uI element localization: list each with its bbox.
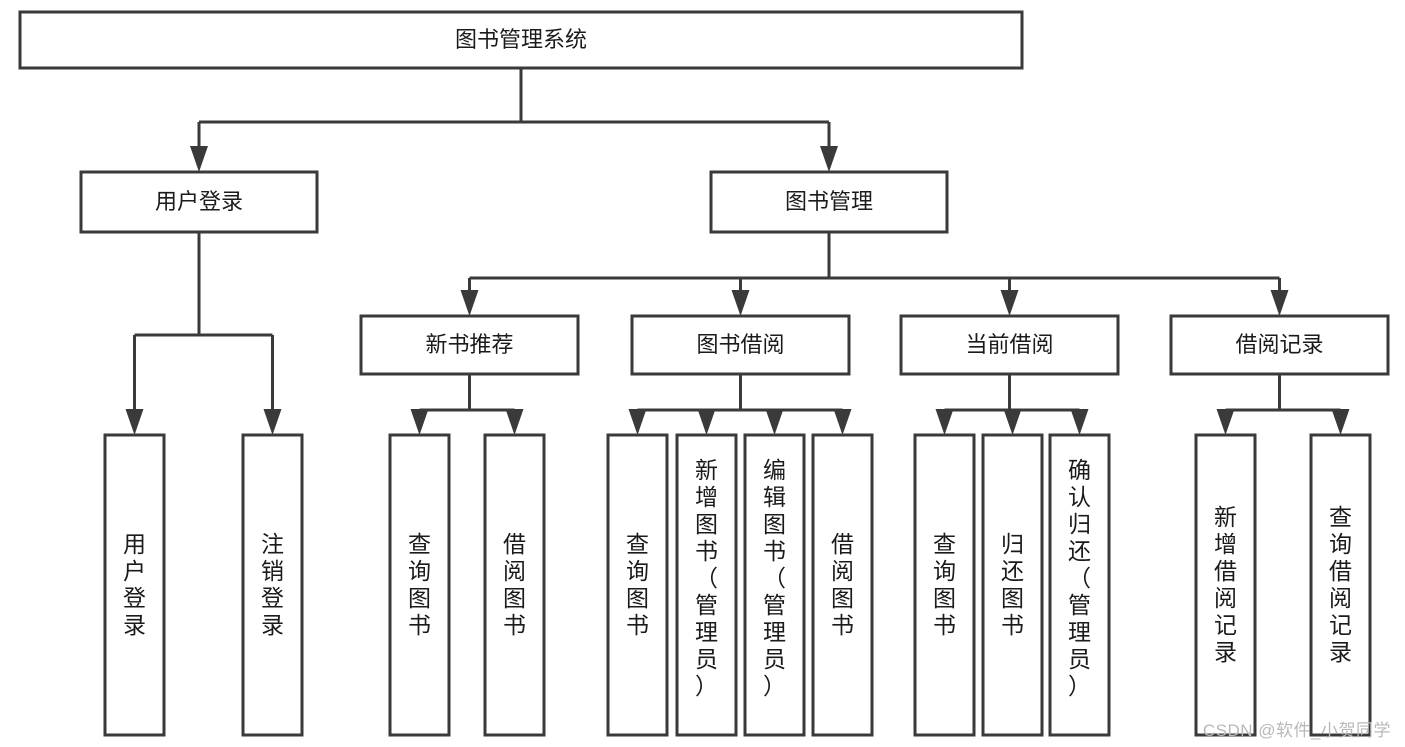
node-level3-4[interactable]: 查询图书 — [606, 433, 669, 737]
node-box — [606, 433, 669, 737]
node-level2-1[interactable]: 图书借阅 — [630, 314, 851, 376]
node-box — [359, 314, 580, 376]
node-box — [241, 433, 304, 737]
node-root-0[interactable]: 图书管理系统 — [18, 10, 1024, 70]
node-level3-7[interactable]: 借阅图书 — [811, 433, 874, 737]
node-box — [79, 170, 319, 234]
node-label: 查询图书 — [626, 531, 649, 638]
node-box — [709, 170, 949, 234]
node-label: 用户登录 — [155, 189, 243, 214]
arrow-down-icon — [190, 146, 208, 172]
node-label: 查询借阅记录 — [1329, 504, 1352, 665]
nodes-layer: 图书管理系统用户登录图书管理新书推荐图书借阅当前借阅借阅记录用户登录注销登录查询… — [18, 10, 1390, 737]
arrow-down-icon — [1216, 409, 1235, 435]
node-label: 注销登录 — [261, 531, 284, 638]
arrow-down-icon — [505, 409, 524, 435]
node-level1-1[interactable]: 图书管理 — [709, 170, 949, 234]
node-label: 新书推荐 — [425, 332, 513, 357]
node-box — [630, 314, 851, 376]
arrow-down-icon — [628, 409, 647, 435]
node-label: 新增借阅记录 — [1214, 504, 1237, 665]
node-box — [1169, 314, 1390, 376]
node-level2-3[interactable]: 借阅记录 — [1169, 314, 1390, 376]
node-box — [675, 433, 738, 737]
node-label: 借阅图书 — [831, 531, 854, 638]
node-label: 编辑图书（管理员） — [763, 457, 786, 699]
arrow-down-icon — [935, 409, 954, 435]
node-label: 当前借阅 — [965, 332, 1053, 357]
node-level3-10[interactable]: 确认归还（管理员） — [1048, 433, 1111, 737]
node-label: 归还图书 — [1001, 531, 1024, 638]
node-label: 图书管理系统 — [455, 27, 587, 52]
node-box — [18, 10, 1024, 70]
arrow-down-icon — [1003, 409, 1022, 435]
arrow-down-icon — [697, 409, 716, 435]
node-label: 用户登录 — [123, 531, 146, 638]
node-level3-9[interactable]: 归还图书 — [981, 433, 1044, 737]
node-level3-5[interactable]: 新增图书（管理员） — [675, 433, 738, 737]
node-label: 图书借阅 — [696, 332, 784, 357]
arrow-down-icon — [1270, 290, 1289, 316]
node-level3-8[interactable]: 查询图书 — [913, 433, 976, 737]
node-label: 借阅记录 — [1235, 332, 1323, 357]
arrow-down-icon — [1070, 409, 1089, 435]
arrow-down-icon — [460, 290, 479, 316]
node-level3-11[interactable]: 新增借阅记录 — [1194, 433, 1257, 737]
arrow-down-icon — [765, 409, 784, 435]
node-label: 查询图书 — [933, 531, 956, 638]
node-box — [388, 433, 451, 737]
arrow-down-icon — [125, 409, 144, 435]
arrow-down-icon — [833, 409, 852, 435]
node-level1-0[interactable]: 用户登录 — [79, 170, 319, 234]
node-level2-0[interactable]: 新书推荐 — [359, 314, 580, 376]
node-box — [1309, 433, 1372, 737]
connectors-layer — [125, 68, 1350, 435]
node-level3-12[interactable]: 查询借阅记录 — [1309, 433, 1372, 737]
node-level3-6[interactable]: 编辑图书（管理员） — [743, 433, 806, 737]
node-level3-3[interactable]: 借阅图书 — [483, 433, 546, 737]
node-level2-2[interactable]: 当前借阅 — [899, 314, 1120, 376]
node-label: 查询图书 — [408, 531, 431, 638]
node-label: 借阅图书 — [503, 531, 526, 638]
node-level3-1[interactable]: 注销登录 — [241, 433, 304, 737]
node-box — [913, 433, 976, 737]
node-box — [811, 433, 874, 737]
node-box — [483, 433, 546, 737]
watermark-text: CSDN @软件_小贺同学 — [1202, 721, 1391, 740]
arrow-down-icon — [731, 290, 750, 316]
node-box — [743, 433, 806, 737]
node-level3-2[interactable]: 查询图书 — [388, 433, 451, 737]
arrow-down-icon — [263, 409, 282, 435]
arrow-down-icon — [1000, 290, 1019, 316]
node-label: 图书管理 — [785, 189, 873, 214]
arrow-down-icon — [820, 146, 838, 172]
node-label: 确认归还（管理员） — [1068, 457, 1091, 699]
node-level3-0[interactable]: 用户登录 — [103, 433, 166, 737]
arrow-down-icon — [410, 409, 429, 435]
node-label: 新增图书（管理员） — [695, 457, 718, 699]
node-box — [103, 433, 166, 737]
arrow-down-icon — [1331, 409, 1350, 435]
node-box — [899, 314, 1120, 376]
node-box — [1048, 433, 1111, 737]
node-box — [1194, 433, 1257, 737]
node-box — [981, 433, 1044, 737]
